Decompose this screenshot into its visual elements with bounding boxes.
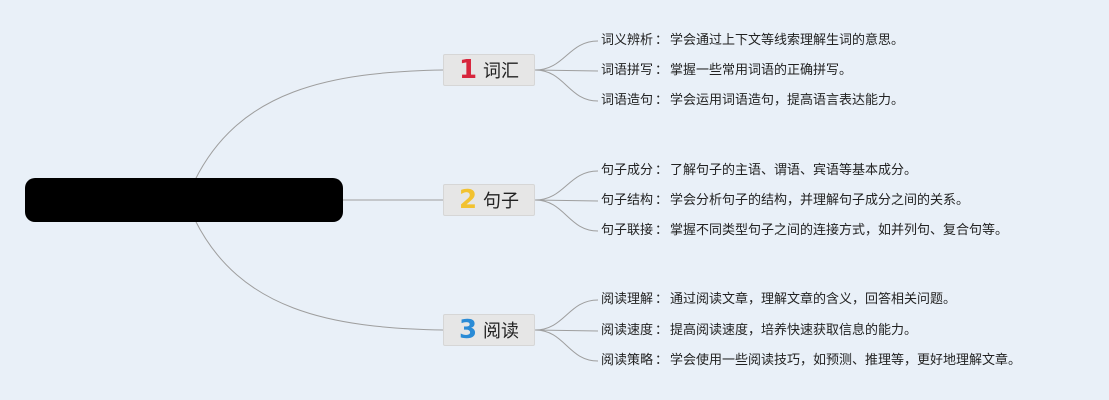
leaf-description: 学会通过上下文等线索理解生词的意思。 — [670, 33, 905, 48]
leaf-separator: ： — [655, 353, 669, 368]
connector-branch-1-leaf-1 — [534, 40, 599, 71]
leaf-separator: ： — [655, 292, 669, 307]
leaf-separator: ： — [655, 163, 669, 178]
connector-branch-2-leaf-1 — [534, 170, 599, 201]
leaf-node[interactable]: 句子结构：学会分析句子的结构，并理解句子成分之间的关系。 — [601, 190, 969, 212]
leaf-term: 阅读策略 — [601, 353, 654, 368]
leaf-separator: ： — [655, 63, 669, 78]
connector-root-branch-3 — [194, 219, 444, 331]
branch-number-2: 2 — [458, 185, 478, 215]
leaf-term: 阅读理解 — [601, 292, 654, 307]
leaf-term: 句子成分 — [601, 163, 654, 178]
branch-node-reading[interactable]: 3 阅读 — [443, 314, 535, 346]
connector-branch-3-leaf-1 — [534, 299, 599, 331]
leaf-term: 词义辨析 — [601, 33, 654, 48]
branch-number-1: 1 — [458, 55, 478, 85]
leaf-separator: ： — [655, 93, 669, 108]
connector-branch-3-leaf-2 — [534, 329, 599, 332]
connector-branch-1-leaf-2 — [534, 69, 599, 72]
leaf-description: 学会使用一些阅读技巧，如预测、推理等，更好地理解文章。 — [670, 353, 1022, 368]
branch-node-sentence[interactable]: 2 句子 — [443, 184, 535, 216]
leaf-node[interactable]: 词语造句：学会运用词语造句，提高语言表达能力。 — [601, 90, 904, 112]
leaf-description: 学会分析句子的结构，并理解句子成分之间的关系。 — [670, 193, 970, 208]
root-node[interactable] — [25, 178, 343, 222]
leaf-description: 学会运用词语造句，提高语言表达能力。 — [670, 93, 905, 108]
leaf-node[interactable]: 阅读理解：通过阅读文章，理解文章的含义，回答相关问题。 — [601, 289, 956, 311]
leaf-separator: ： — [655, 323, 669, 338]
leaf-node[interactable]: 句子成分：了解句子的主语、谓语、宾语等基本成分。 — [601, 160, 917, 182]
leaf-node[interactable]: 阅读速度：提高阅读速度，培养快速获取信息的能力。 — [601, 320, 917, 342]
leaf-node[interactable]: 词语拼写：掌握一些常用词语的正确拼写。 — [601, 60, 852, 82]
leaf-term: 句子联接 — [601, 223, 654, 238]
leaf-description: 提高阅读速度，培养快速获取信息的能力。 — [670, 323, 918, 338]
branch-node-vocabulary[interactable]: 1 词汇 — [443, 54, 535, 86]
leaf-term: 句子结构 — [601, 193, 654, 208]
leaf-description: 通过阅读文章，理解文章的含义，回答相关问题。 — [670, 292, 957, 307]
leaf-term: 词语拼写 — [601, 63, 654, 78]
leaf-term: 词语造句 — [601, 93, 654, 108]
connector-branch-2-leaf-3 — [534, 199, 599, 232]
branch-label-vocabulary: 词汇 — [483, 61, 520, 82]
branch-label-reading: 阅读 — [483, 321, 520, 342]
connector-branch-3-leaf-3 — [534, 329, 599, 362]
leaf-node[interactable]: 句子联接：掌握不同类型句子之间的连接方式，如并列句、复合句等。 — [601, 220, 1008, 242]
leaf-node[interactable]: 阅读策略：学会使用一些阅读技巧，如预测、推理等，更好地理解文章。 — [601, 350, 1021, 372]
leaf-separator: ： — [655, 193, 669, 208]
leaf-description: 掌握不同类型句子之间的连接方式，如并列句、复合句等。 — [670, 223, 1009, 238]
connector-branch-2-leaf-2 — [534, 199, 599, 202]
leaf-node[interactable]: 词义辨析：学会通过上下文等线索理解生词的意思。 — [601, 30, 904, 52]
leaf-separator: ： — [655, 223, 669, 238]
connector-branch-1-leaf-3 — [534, 69, 599, 102]
leaf-separator: ： — [655, 33, 669, 48]
connector-root-branch-1 — [194, 69, 444, 181]
branch-number-3: 3 — [458, 315, 478, 345]
leaf-description: 掌握一些常用词语的正确拼写。 — [670, 63, 853, 78]
leaf-description: 了解句子的主语、谓语、宾语等基本成分。 — [670, 163, 918, 178]
leaf-term: 阅读速度 — [601, 323, 654, 338]
branch-label-sentence: 句子 — [483, 191, 520, 212]
